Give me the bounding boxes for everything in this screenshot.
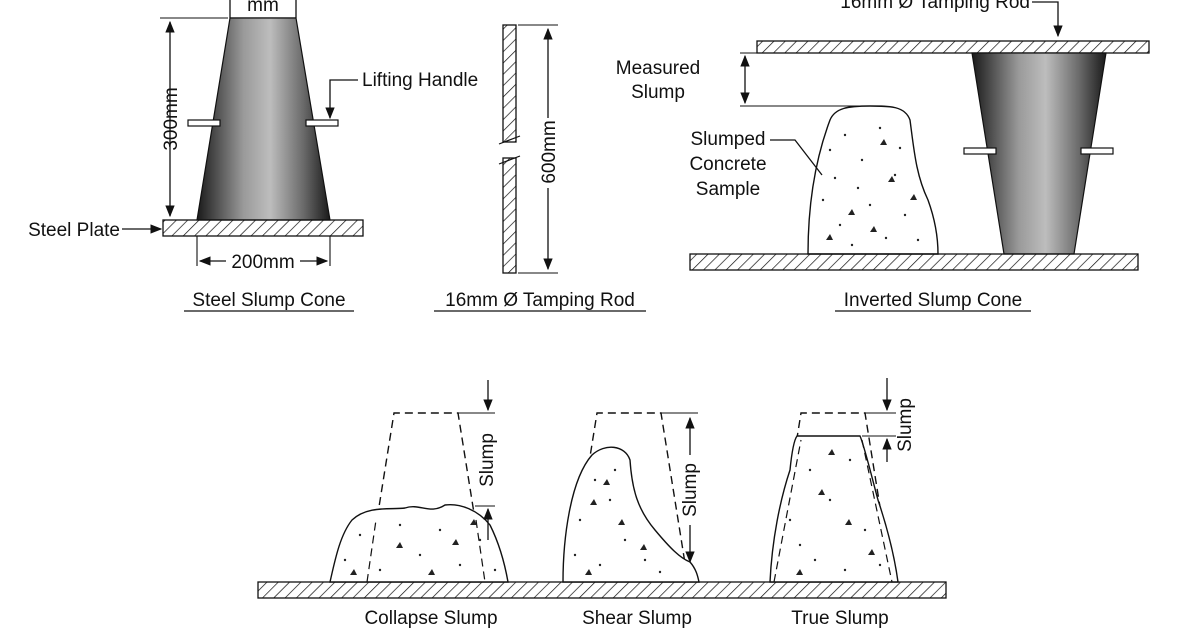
- true-slump-figure: Slump True Slump: [769, 378, 916, 629]
- true-slump-dim-label: Slump: [895, 398, 916, 452]
- inverted-right-handle: [1080, 147, 1114, 155]
- lifting-handle-label: Lifting Handle: [362, 70, 478, 91]
- steel-cone-caption: Steel Slump Cone: [192, 290, 345, 311]
- slumped-sample-line1: Slumped: [691, 129, 766, 150]
- shear-slump-dim-label: Slump: [680, 463, 701, 517]
- slump-types: Slump Collapse Slump Slump Shear Slump: [257, 378, 947, 629]
- inverted-rod-label: 16mm Ø Tamping Rod: [840, 0, 1030, 13]
- right-lifting-handle: [305, 119, 339, 127]
- shear-slump-figure: Slump Shear Slump: [562, 412, 702, 629]
- rod-on-top: [756, 40, 1150, 54]
- steel-plate-label: Steel Plate: [28, 220, 120, 241]
- measured-slump-line1: Measured: [616, 58, 701, 79]
- inverted-left-handle: [963, 147, 997, 155]
- rod-length-label: 600mm: [539, 120, 560, 183]
- slumped-sample-line3: Sample: [696, 179, 760, 200]
- steel-plate: [162, 219, 364, 237]
- tamping-rod-caption: 16mm Ø Tamping Rod: [445, 290, 635, 311]
- inverted-base-plate: [689, 253, 1139, 271]
- steel-cone-body: [196, 17, 331, 221]
- shear-slump-caption: Shear Slump: [582, 608, 692, 629]
- steel-slump-cone: mm 300mm Steel Plate Lifting Handle 200m…: [28, 0, 478, 312]
- inverted-cone-caption: Inverted Slump Cone: [844, 290, 1023, 311]
- left-lifting-handle: [187, 119, 221, 127]
- sample-aggregate-dots: [821, 126, 920, 247]
- base-dim-label: 200mm: [231, 252, 294, 273]
- tamping-rod: 600mm 16mm Ø Tamping Rod: [434, 24, 646, 312]
- slumped-sample-line2: Concrete: [689, 154, 766, 175]
- collapse-slump-figure: Slump Collapse Slump: [329, 380, 509, 629]
- collapse-slump-dim-label: Slump: [477, 433, 498, 487]
- inverted-slump-cone: 16mm Ø Tamping Rod Measured Slump Slumpe…: [616, 0, 1150, 312]
- cone-top-dim-label: mm: [247, 0, 279, 16]
- slump-types-base-plate: [257, 581, 947, 599]
- cone-height-label: 300mm: [161, 87, 182, 150]
- true-slump-caption: True Slump: [791, 608, 889, 629]
- measured-slump-line2: Slump: [631, 82, 685, 103]
- rod-upper-segment: [502, 24, 517, 143]
- slumped-concrete-sample: [807, 105, 939, 255]
- collapse-slump-caption: Collapse Slump: [364, 608, 497, 629]
- rod-lower-segment: [502, 157, 517, 274]
